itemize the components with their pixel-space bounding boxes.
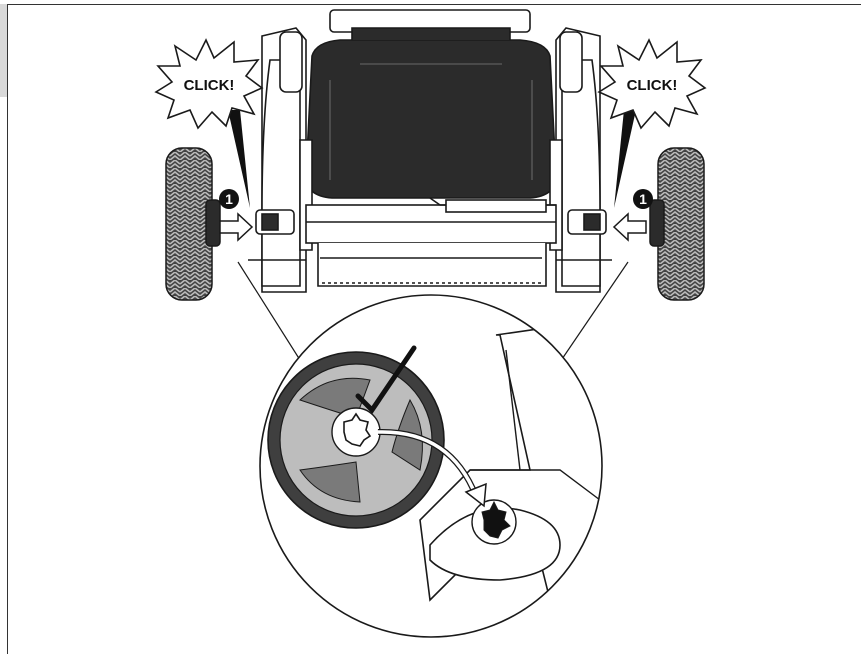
svg-text:CLICK!: CLICK! xyxy=(627,77,678,94)
right-push-arrow xyxy=(612,212,647,242)
zoom-guide-left xyxy=(237,261,301,361)
right-step-badge: 1 xyxy=(633,189,653,209)
zoom-guide-right xyxy=(559,261,629,363)
right-wheel xyxy=(649,147,705,301)
fit-arrow-head xyxy=(464,482,487,508)
svg-text:1: 1 xyxy=(639,191,647,207)
left-click-burst: CLICK! xyxy=(154,38,264,208)
page-edge-tab xyxy=(0,4,7,97)
check-mark-icon xyxy=(355,345,417,414)
svg-text:1: 1 xyxy=(225,191,233,207)
detail-zoom-circle xyxy=(259,294,603,638)
left-push-arrow xyxy=(219,212,254,242)
left-axle xyxy=(261,213,279,231)
left-wheel xyxy=(165,147,221,301)
mower-body xyxy=(248,9,612,293)
svg-text:CLICK!: CLICK! xyxy=(184,77,235,94)
left-step-badge: 1 xyxy=(219,189,239,209)
illustration-frame xyxy=(7,4,861,654)
axle-end xyxy=(481,500,511,539)
right-click-burst: CLICK! xyxy=(597,38,707,208)
wheel-hub-socket xyxy=(343,412,372,447)
right-axle xyxy=(583,213,601,231)
